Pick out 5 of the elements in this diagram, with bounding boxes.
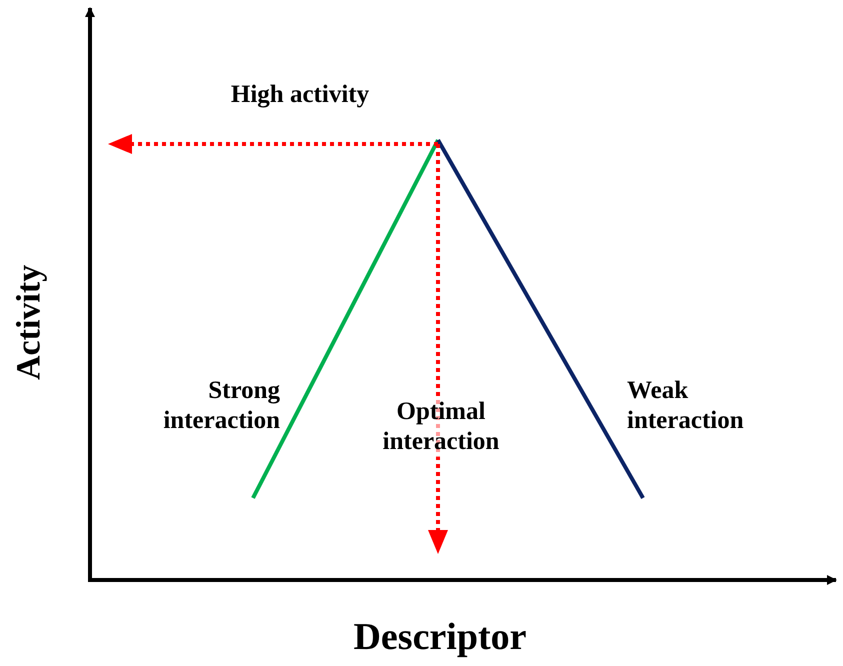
plot-annotation: Weak interaction — [627, 376, 745, 436]
axis-title: Descriptor — [352, 615, 528, 660]
axis-title: Activity — [10, 264, 49, 382]
plot-annotation: Strong interaction — [162, 376, 280, 436]
plot-annotation: High activity — [230, 80, 370, 110]
